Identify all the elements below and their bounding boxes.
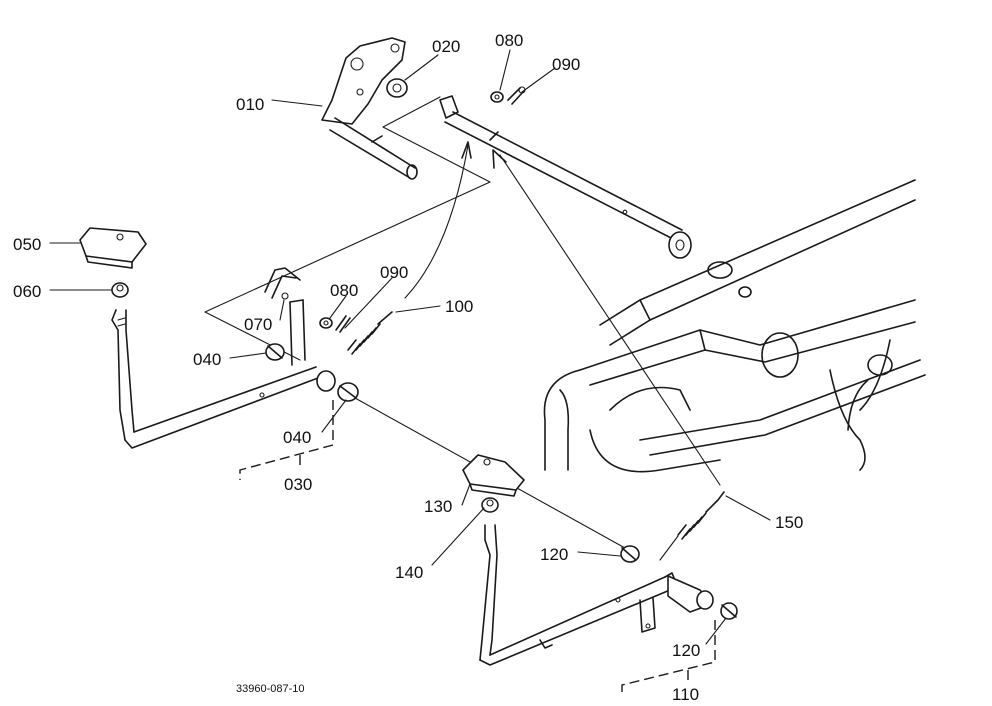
- arrow-head-left: [461, 141, 472, 159]
- spring-150: [659, 491, 725, 561]
- label-120-lower: 120: [672, 641, 700, 660]
- cotter-pin-090-lower: [335, 315, 351, 333]
- bushing-120-lower: [720, 602, 738, 620]
- washer-080-upper: [490, 91, 504, 103]
- pedal-arm-030: [111, 299, 336, 449]
- label-080-upper: 080: [495, 31, 523, 50]
- label-030: 030: [284, 475, 312, 494]
- rod-left-to-shaft: [404, 144, 469, 299]
- assembly-110-bracket: [621, 620, 716, 692]
- label-100: 100: [445, 297, 473, 316]
- label-120-upper: 120: [540, 545, 568, 564]
- label-090-upper: 090: [552, 55, 580, 74]
- nut-140: [481, 497, 499, 513]
- label-150: 150: [775, 513, 803, 532]
- arrow-head-right: [492, 149, 507, 169]
- label-110: 110: [672, 685, 699, 704]
- label-020: 020: [432, 37, 460, 56]
- label-060: 060: [13, 282, 41, 301]
- bracket-070: [264, 267, 301, 300]
- tractor-frame: [543, 179, 926, 473]
- label-140: 140: [395, 563, 423, 582]
- label-040-upper: 040: [193, 350, 221, 369]
- label-040-lower: 040: [283, 428, 311, 447]
- label-070: 070: [244, 315, 272, 334]
- cross-shaft-upper: [439, 95, 692, 259]
- label-090-lower: 090: [380, 263, 408, 282]
- rod-right-to-shaft: [499, 154, 721, 486]
- washer-080-lower: [319, 317, 333, 329]
- pedal-arm-110: [479, 524, 714, 666]
- diagram-code: 33960-087-10: [236, 683, 305, 695]
- bushing-040-lower: [337, 382, 359, 402]
- upper-assembly-bracket: [204, 96, 491, 361]
- cotter-pin-090-upper: [507, 86, 526, 105]
- nut-060: [111, 282, 129, 298]
- bushing-040-upper: [265, 343, 285, 361]
- label-130: 130: [424, 497, 452, 516]
- leader-lines: [49, 49, 771, 645]
- assembly-030-bracket: [239, 400, 334, 480]
- cross-shaft-010: [321, 37, 418, 180]
- part-labels: 010 020 080 090 050 060 070 080 090 100 …: [13, 31, 803, 704]
- label-080-lower: 080: [330, 281, 358, 300]
- pedal-pad-130: [462, 454, 525, 497]
- spring-100: [347, 311, 393, 355]
- bushing-120-upper: [620, 545, 640, 563]
- pedal-pad-050: [79, 227, 147, 269]
- label-050: 050: [13, 235, 41, 254]
- bushing-020: [386, 78, 408, 98]
- label-010: 010: [236, 95, 264, 114]
